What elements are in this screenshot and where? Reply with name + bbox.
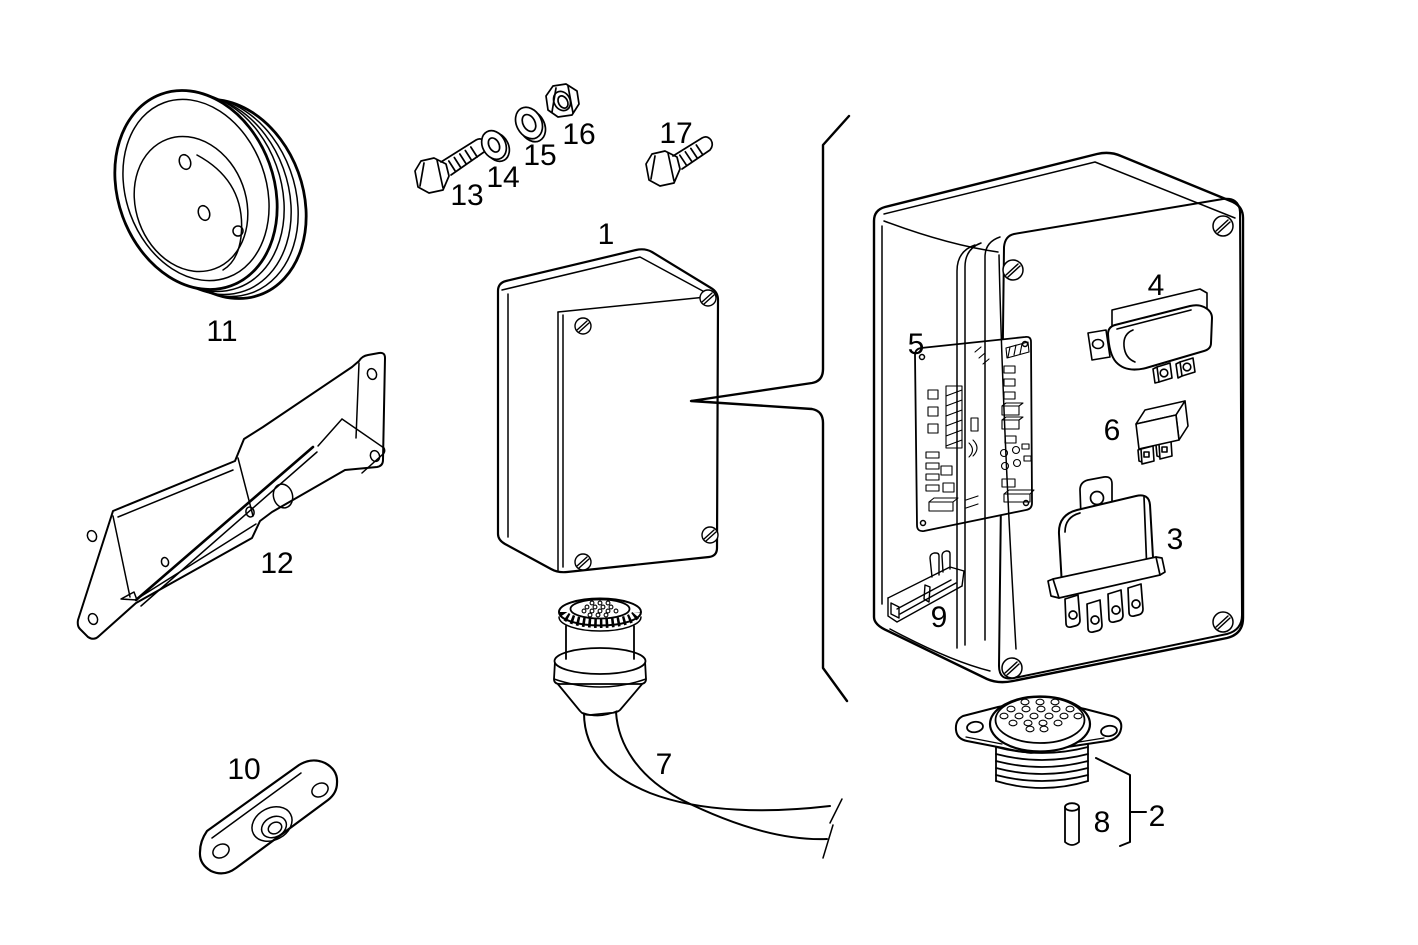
- part-label-10: 10: [227, 753, 260, 786]
- part-label-14: 14: [486, 161, 519, 194]
- spacer-plate-drawing: [198, 759, 339, 875]
- bolt-17-drawing: [645, 136, 714, 187]
- washer-15-drawing: [514, 106, 547, 143]
- part-label-2: 2: [1149, 800, 1166, 833]
- round-connector-drawing: [954, 695, 1123, 789]
- mounting-bracket-drawing: [76, 351, 386, 640]
- part-labels: 1 2 3 4 5 6 7 8 9 10 11 12 13 14 15 16 1…: [206, 117, 1183, 839]
- part-label-13: 13: [450, 179, 483, 212]
- part-label-3: 3: [1167, 523, 1184, 556]
- box-screw: [574, 289, 719, 571]
- relay-3-drawing: [1047, 476, 1166, 634]
- part-label-8: 8: [1094, 806, 1111, 839]
- part-label-16: 16: [562, 118, 595, 151]
- nut-16-drawing: [545, 83, 580, 118]
- group-2-callout: [1095, 757, 1147, 847]
- connector-pin-holes: [999, 698, 1083, 733]
- clip-drawing: [887, 550, 965, 623]
- part-label-6: 6: [1104, 414, 1121, 447]
- part-label-17: 17: [659, 117, 692, 150]
- washer-14-drawing: [480, 129, 511, 163]
- pin-drawing: [1064, 802, 1080, 846]
- part-label-7: 7: [656, 748, 673, 781]
- part-label-1: 1: [598, 218, 615, 251]
- detail-box-drawing: [872, 151, 1245, 684]
- cable-connector-drawing: [553, 597, 843, 859]
- part-label-15: 15: [523, 139, 556, 172]
- fuse-drawing: [1135, 400, 1189, 465]
- circuit-board-drawing: [914, 335, 1035, 533]
- part-label-5: 5: [908, 328, 925, 361]
- pulley-drawing: [113, 89, 308, 300]
- magnifier-brace: [689, 114, 851, 703]
- part-label-4: 4: [1148, 269, 1165, 302]
- connector-pin-face: [581, 600, 619, 618]
- part-label-11: 11: [206, 315, 237, 348]
- relay-4-drawing: [1087, 288, 1213, 384]
- box-screw: [1001, 215, 1234, 679]
- control-unit-box-drawing: [496, 248, 720, 574]
- part-label-12: 12: [260, 547, 293, 580]
- part-label-9: 9: [931, 601, 948, 634]
